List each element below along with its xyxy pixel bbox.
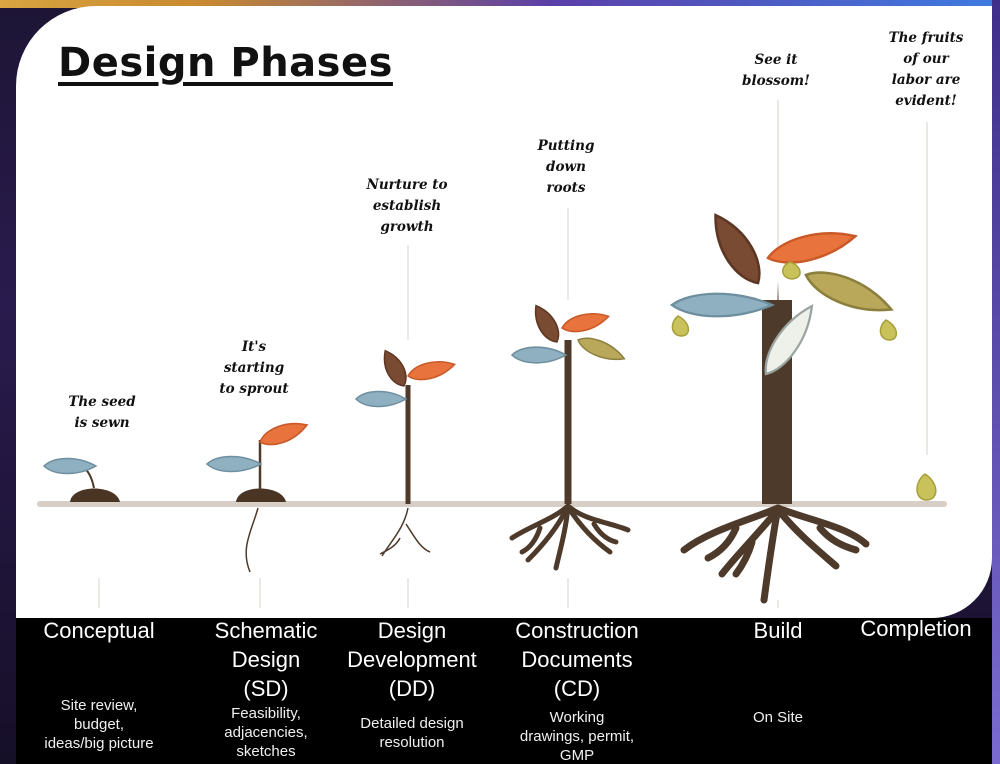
phase-name: Build	[753, 618, 803, 643]
sprout-plant	[205, 422, 309, 573]
top-accent-strip	[0, 0, 1000, 8]
phase-construction-documents: Construction Documents (CD) Working draw…	[494, 616, 660, 764]
phase-name: Conceptual	[43, 618, 155, 643]
caption-design-development: Nurture to establish growth	[366, 177, 448, 235]
phase-name: Design Development (DD)	[347, 618, 477, 701]
phase-description: Feasibility, adjacencies, sketches	[224, 705, 308, 760]
phase-description: On Site	[752, 709, 804, 726]
seed-plant	[42, 457, 120, 502]
rooted-plant	[509, 304, 631, 571]
phase-name: Completion	[860, 616, 972, 641]
phase-description: Working drawings, permit, GMP	[519, 709, 635, 764]
blossoming-tree	[669, 213, 898, 604]
phase-conceptual: Conceptual Site review, budget, ideas/bi…	[16, 616, 182, 753]
caption-conceptual: The seed is sewn	[68, 394, 136, 431]
diagram-card	[16, 6, 992, 618]
phase-name: Construction Documents (CD)	[515, 618, 639, 701]
phase-completion: Completion	[840, 614, 992, 643]
right-accent-edge	[992, 0, 1000, 764]
phase-schematic-design: Schematic Design (SD) Feasibility, adjac…	[188, 616, 344, 760]
guide-lines	[98, 100, 928, 608]
caption-construction-documents: Putting down roots	[537, 138, 595, 196]
caption-schematic: It's starting to sprout	[219, 339, 289, 397]
phase-build: Build On Site	[708, 616, 848, 726]
phase-label-bar	[16, 618, 992, 764]
phase-description: Detailed design resolution	[360, 715, 464, 751]
caption-build: See it blossom!	[742, 52, 810, 89]
phase-name: Schematic Design (SD)	[214, 618, 318, 701]
phase-design-development: Design Development (DD) Detailed design …	[330, 616, 494, 751]
caption-completion: The fruits of our labor are evident!	[888, 30, 964, 109]
phase-description: Site review, budget, ideas/big picture	[44, 697, 154, 752]
fruit	[916, 473, 937, 501]
page-title: Design Phases	[58, 40, 393, 86]
seedling-plant	[354, 349, 456, 557]
